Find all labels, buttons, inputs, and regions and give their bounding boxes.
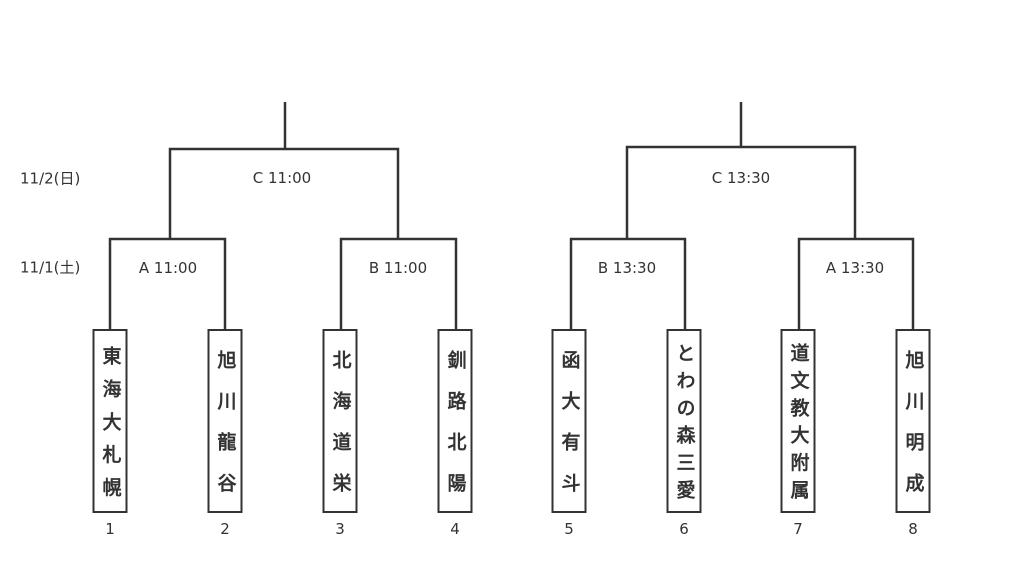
left-a-bracket [108,237,227,329]
right-b-bracket [569,237,687,329]
team-seed-number: 6 [679,520,689,538]
team-seed-number: 3 [335,520,345,538]
right-a-bracket [797,237,915,329]
team-seed-number: 4 [450,520,460,538]
team-seed-number: 7 [793,520,803,538]
team-box: 函大有斗 [551,329,587,513]
day-label-round2: 11/2(日) [20,169,81,188]
team-name: 東海大札幌 [99,345,122,510]
team-box: 東海大札幌 [92,329,128,513]
team-name: 旭川龍谷 [214,350,237,513]
match-label-right-final: C 13:30 [711,169,771,187]
team-box: とわの森三愛 [666,329,702,513]
team-name: とわの森三愛 [673,343,696,508]
team-seed-number: 8 [908,520,918,538]
team-seed-number: 5 [564,520,574,538]
team-name: 旭川明成 [902,350,925,513]
left-b-bracket [339,237,458,329]
match-label-left-final: C 11:00 [252,169,312,187]
match-label-right-b: B 13:30 [597,259,657,277]
match-label-right-a: A 13:30 [825,259,885,277]
match-label-left-a: A 11:00 [138,259,198,277]
team-name: 釧路北陽 [444,350,467,513]
team-box: 道文教大附属 [780,329,816,513]
team-name: 道文教大附属 [787,343,810,508]
team-seed-number: 1 [105,520,115,538]
left-final-bracket [168,147,400,239]
team-box: 旭川明成 [895,329,931,513]
team-name: 函大有斗 [558,350,581,513]
team-name: 北海道栄 [329,350,352,513]
team-box: 旭川龍谷 [207,329,243,513]
team-seed-number: 2 [220,520,230,538]
team-box: 釧路北陽 [437,329,473,513]
day-label-round1: 11/1(土) [20,258,81,277]
team-box: 北海道栄 [322,329,358,513]
right-final-bracket [625,145,857,239]
match-label-left-b: B 11:00 [368,259,428,277]
